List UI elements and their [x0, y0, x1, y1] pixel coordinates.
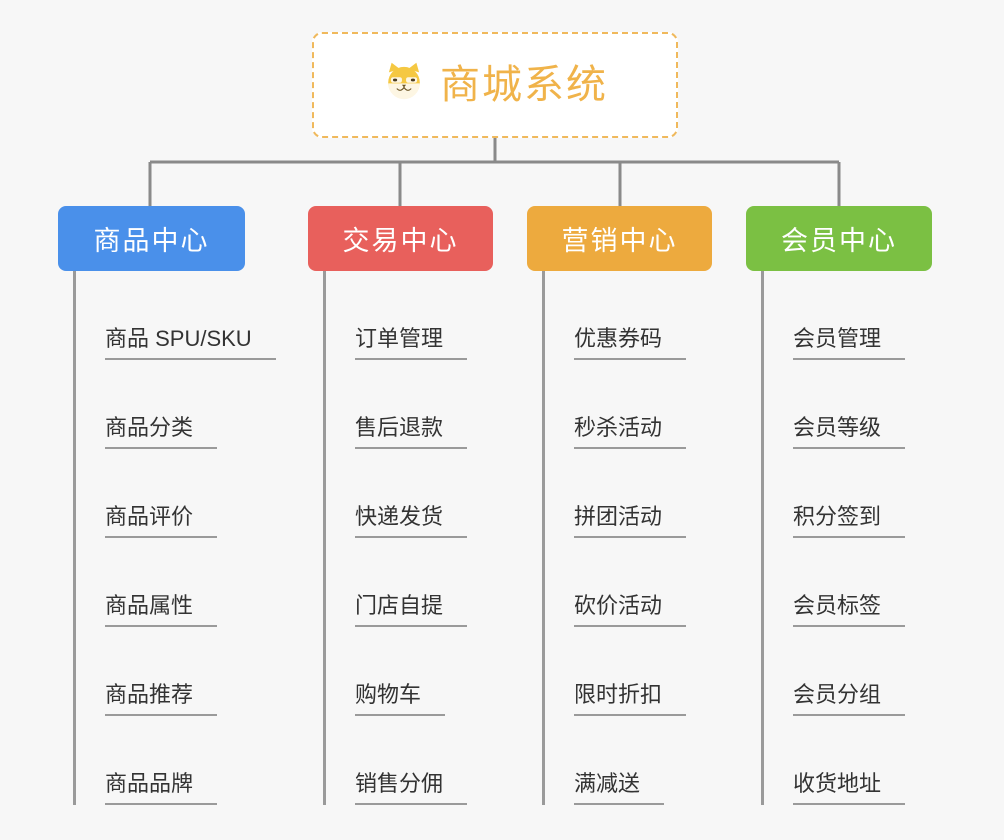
leaf-label: 会员分组 [793, 681, 906, 716]
branch-marketing-center: 营销中心 优惠券码 秒杀活动 拼团活动 砍价活动 限时折扣 满减送 [527, 206, 712, 805]
leaf-label: 商品分类 [105, 414, 218, 449]
leaf-label: 会员等级 [793, 414, 906, 449]
list-item[interactable]: 商品推荐 [73, 627, 276, 716]
list-item[interactable]: 售后退款 [323, 360, 468, 449]
list-item[interactable]: 秒杀活动 [542, 360, 687, 449]
leaf-label: 商品推荐 [105, 681, 218, 716]
list-item[interactable]: 快递发货 [323, 449, 468, 538]
leaf-label: 收货地址 [793, 770, 906, 805]
list-item[interactable]: 商品品牌 [73, 716, 276, 805]
list-item[interactable]: 优惠券码 [542, 271, 687, 360]
leaf-label: 购物车 [355, 681, 446, 716]
branch-spine [542, 271, 545, 805]
leaf-label: 商品 SPU/SKU [105, 325, 276, 360]
leaf-list-trade-center: 订单管理 售后退款 快递发货 门店自提 购物车 销售分佣 [323, 271, 468, 805]
list-item[interactable]: 订单管理 [323, 271, 468, 360]
list-item[interactable]: 会员分组 [761, 627, 906, 716]
branch-spine [73, 271, 76, 805]
leaf-label: 会员管理 [793, 325, 906, 360]
branch-member-center: 会员中心 会员管理 会员等级 积分签到 会员标签 会员分组 收货地址 [746, 206, 932, 805]
branch-spine [761, 271, 764, 805]
leaf-label: 商品评价 [105, 503, 218, 538]
leaf-list-product-center: 商品 SPU/SKU 商品分类 商品评价 商品属性 商品推荐 商品品牌 [73, 271, 276, 805]
leaf-label: 砍价活动 [574, 592, 687, 627]
leaf-label: 售后退款 [355, 414, 468, 449]
list-item[interactable]: 销售分佣 [323, 716, 468, 805]
root-node-shop-system[interactable]: 商城系统 [312, 32, 678, 138]
leaf-label: 门店自提 [355, 592, 468, 627]
leaf-label: 会员标签 [793, 592, 906, 627]
branch-trade-center: 交易中心 订单管理 售后退款 快递发货 门店自提 购物车 销售分佣 [308, 206, 493, 805]
branch-spine [323, 271, 326, 805]
list-item[interactable]: 砍价活动 [542, 538, 687, 627]
leaf-label: 限时折扣 [574, 681, 687, 716]
list-item[interactable]: 会员等级 [761, 360, 906, 449]
branch-product-center: 商品中心 商品 SPU/SKU 商品分类 商品评价 商品属性 商品推荐 商品品牌 [58, 206, 276, 805]
branch-header-marketing-center[interactable]: 营销中心 [527, 206, 712, 271]
leaf-list-member-center: 会员管理 会员等级 积分签到 会员标签 会员分组 收货地址 [761, 271, 906, 805]
list-item[interactable]: 拼团活动 [542, 449, 687, 538]
leaf-list-marketing-center: 优惠券码 秒杀活动 拼团活动 砍价活动 限时折扣 满减送 [542, 271, 687, 805]
list-item[interactable]: 商品属性 [73, 538, 276, 627]
leaf-label: 积分签到 [793, 503, 906, 538]
list-item[interactable]: 限时折扣 [542, 627, 687, 716]
list-item[interactable]: 门店自提 [323, 538, 468, 627]
leaf-label: 满减送 [574, 770, 665, 805]
list-item[interactable]: 积分签到 [761, 449, 906, 538]
leaf-label: 商品属性 [105, 592, 218, 627]
leaf-label: 秒杀活动 [574, 414, 687, 449]
leaf-label: 商品品牌 [105, 770, 218, 805]
branch-header-product-center[interactable]: 商品中心 [58, 206, 245, 271]
leaf-label: 拼团活动 [574, 503, 687, 538]
list-item[interactable]: 商品 SPU/SKU [73, 271, 276, 360]
leaf-label: 快递发货 [355, 503, 468, 538]
list-item[interactable]: 满减送 [542, 716, 686, 805]
list-item[interactable]: 会员标签 [761, 538, 906, 627]
leaf-label: 销售分佣 [355, 770, 468, 805]
list-item[interactable]: 收货地址 [761, 716, 906, 805]
list-item[interactable]: 会员管理 [761, 271, 906, 360]
root-title: 商城系统 [440, 63, 608, 107]
shiba-dog-icon [382, 60, 426, 111]
branch-header-member-center[interactable]: 会员中心 [746, 206, 932, 271]
leaf-label: 订单管理 [355, 325, 468, 360]
list-item[interactable]: 购物车 [323, 627, 467, 716]
list-item[interactable]: 商品评价 [73, 449, 276, 538]
leaf-label: 优惠券码 [574, 325, 687, 360]
list-item[interactable]: 商品分类 [73, 360, 276, 449]
branch-header-trade-center[interactable]: 交易中心 [308, 206, 493, 271]
